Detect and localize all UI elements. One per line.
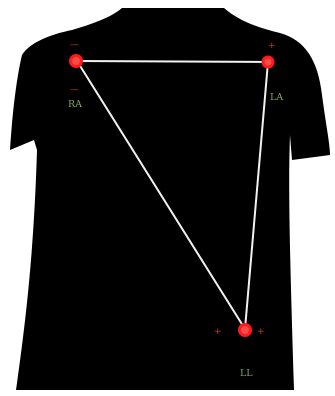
ra-sign-bottom: — bbox=[70, 85, 79, 95]
electrode-ll bbox=[238, 323, 252, 337]
lead-iii-line bbox=[244, 61, 269, 330]
red-dot-glow-icon bbox=[72, 57, 80, 65]
electrode-ra bbox=[69, 54, 83, 68]
ll-label: LL bbox=[240, 368, 253, 379]
lead-ii-line bbox=[76, 60, 246, 330]
electrode-la bbox=[261, 55, 275, 69]
torso-silhouette bbox=[10, 8, 330, 390]
ll-sign-right: + bbox=[257, 327, 265, 337]
ll-sign-left: + bbox=[214, 327, 222, 337]
la-label: LA bbox=[270, 92, 283, 103]
la-sign-top: + bbox=[268, 41, 276, 51]
ra-label: RA bbox=[68, 99, 82, 110]
red-dot-glow-icon bbox=[241, 326, 249, 334]
einthoven-triangle bbox=[76, 60, 269, 330]
ra-sign-top: — bbox=[70, 40, 79, 50]
red-dot-glow-icon bbox=[264, 58, 272, 66]
lead-i-line bbox=[76, 60, 269, 63]
